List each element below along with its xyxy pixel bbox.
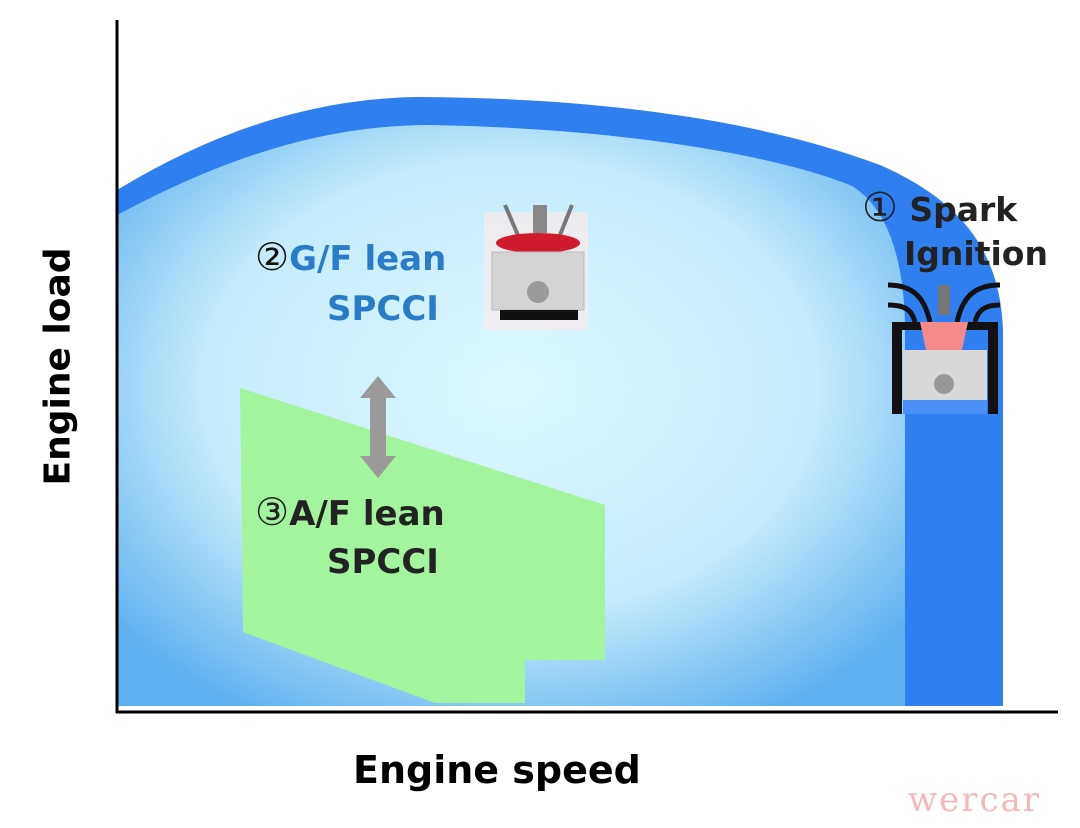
af-lean-spcci-region bbox=[240, 388, 605, 703]
region-number-2: ② bbox=[255, 235, 290, 279]
watermark: wercar bbox=[908, 780, 1042, 820]
double-arrow-icon bbox=[360, 376, 396, 478]
region-number-3: ③ bbox=[255, 490, 290, 534]
y-axis-label: Engine load bbox=[37, 247, 79, 486]
gf-lean-text: G/F lean bbox=[289, 239, 447, 279]
region-number-1: ① bbox=[862, 185, 898, 231]
spark-label: Spark bbox=[909, 190, 1018, 229]
x-axis-label: Engine speed bbox=[353, 748, 641, 792]
gf-spcci-text: SPCCI bbox=[327, 289, 439, 329]
af-lean-spcci-label: ③A/F lean SPCCI bbox=[255, 488, 445, 586]
spark-ignition-label: ① Spark Ignition bbox=[862, 186, 1048, 276]
af-lean-text: A/F lean bbox=[289, 494, 445, 534]
si-piston-icon bbox=[887, 282, 1001, 414]
af-spcci-text: SPCCI bbox=[327, 542, 439, 582]
ignition-label: Ignition bbox=[904, 234, 1048, 273]
gf-piston-icon bbox=[484, 204, 588, 330]
gf-lean-spcci-label: ②G/F lean SPCCI bbox=[255, 232, 446, 334]
